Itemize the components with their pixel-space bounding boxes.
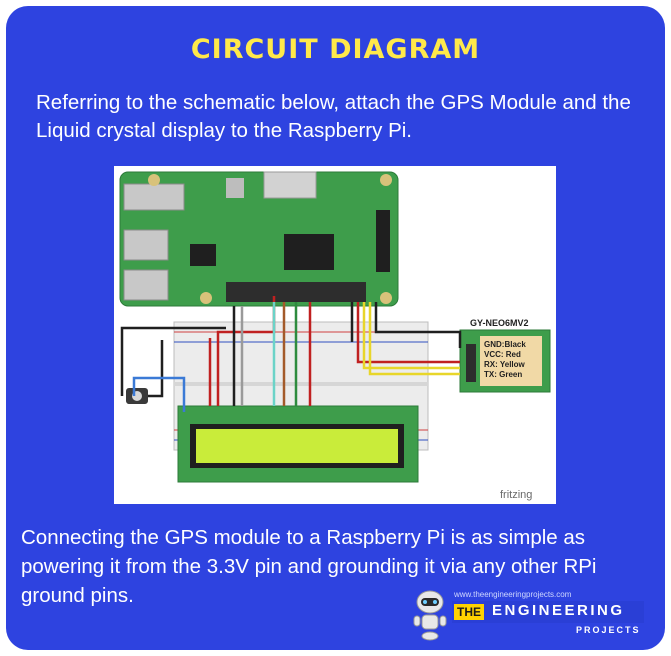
intro-paragraph: Referring to the schematic below, attach… — [36, 91, 631, 142]
brand-engineering-label: ENGINEERING — [492, 602, 625, 619]
gps-module-label: GY-NEO6MV2 — [470, 318, 529, 328]
wires — [120, 296, 462, 412]
gps-pin-label-gnd: GND:Black — [484, 340, 526, 349]
brand-the-label: THE — [454, 604, 484, 620]
page-title: CIRCUIT DIAGRAM — [190, 34, 481, 65]
robot-mascot-icon — [413, 590, 447, 641]
fritzing-watermark: fritzing — [500, 489, 532, 501]
brand-projects-label: PROJECTS — [576, 625, 641, 635]
brand-bar — [452, 601, 644, 623]
lcd-display — [177, 405, 419, 483]
gps-pin-label-vcc: VCC: Red — [484, 350, 521, 359]
potentiometer — [126, 388, 148, 404]
circuit-schematic: GY-NEO6MV2 GND:Black VCC: Red RX: Yellow… — [119, 171, 551, 501]
circuit-diagram: GY-NEO6MV2 GND:Black VCC: Red RX: Yellow… — [114, 166, 556, 504]
gps-pin-label-tx: TX: Green — [484, 370, 522, 379]
raspberry-pi-board — [119, 171, 399, 307]
brand-website: www.theengineeringprojects.com — [454, 590, 572, 599]
brand-logo: www.theengineeringprojects.com THE ENGIN… — [408, 588, 648, 644]
outro-paragraph: Connecting the GPS module to a Raspberry… — [21, 526, 597, 607]
gps-module — [459, 329, 551, 393]
gps-pin-label-rx: RX: Yellow — [484, 360, 526, 369]
